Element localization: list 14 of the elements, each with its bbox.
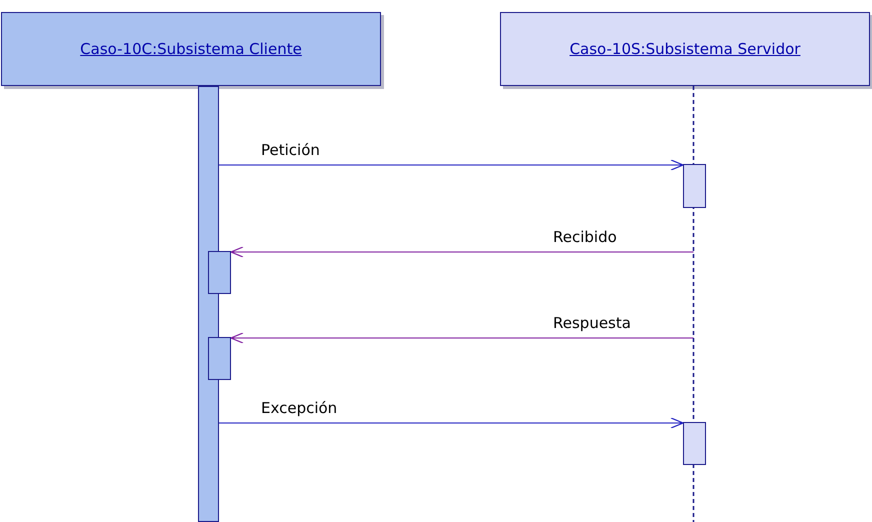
message-arrow [230,246,694,258]
lifeline-bar [198,86,219,522]
message-arrow [218,159,684,171]
edge-label: Respuesta [551,314,633,332]
activation-box [208,337,231,380]
participant-name: Caso-10S:Subsistema Servidor [570,40,800,58]
activation-box [683,422,706,465]
message-arrow [230,332,694,344]
activation-box [683,164,706,208]
participant-header [1,12,381,86]
message-arrow [218,417,684,429]
activation-box [208,251,231,294]
participant-header [500,12,870,86]
participant-name: Caso-10C:Subsistema Cliente [80,40,302,58]
